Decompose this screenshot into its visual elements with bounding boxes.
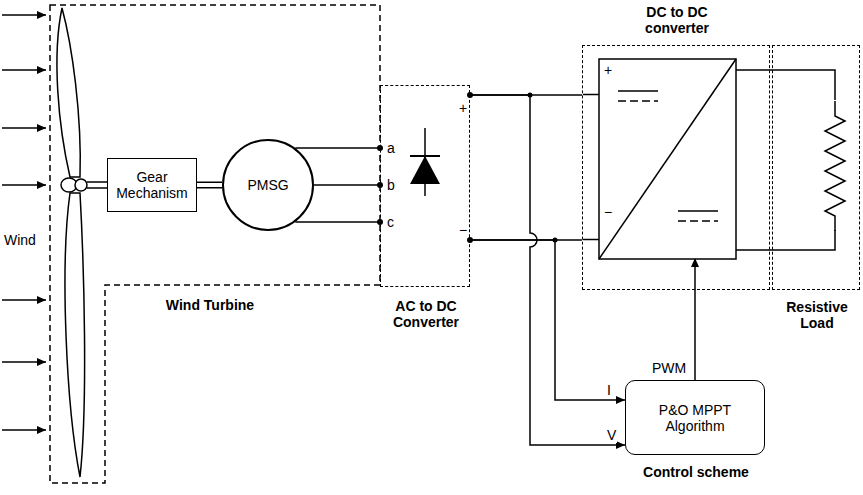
shaft-core <box>197 183 222 187</box>
polarity-sign: − <box>458 222 468 238</box>
signal-label: V <box>606 427 617 443</box>
connector <box>197 185 222 186</box>
signal-label: c <box>386 214 395 230</box>
wire <box>295 221 380 223</box>
node-label: PMSG <box>247 177 288 193</box>
gear-box: Gear Mechanism <box>107 158 197 212</box>
wind-arrow <box>2 127 46 128</box>
polarity-sign: + <box>458 100 468 116</box>
dc-symbol <box>618 100 658 102</box>
wind-arrow <box>2 361 46 362</box>
blade <box>65 193 85 477</box>
node-label: Gear Mechanism <box>108 169 196 201</box>
shaft-line <box>197 182 222 189</box>
diode-bar <box>410 155 440 157</box>
wind-arrow <box>2 184 46 185</box>
wind-arrow <box>2 429 46 430</box>
region-label: AC to DC Converter <box>376 298 476 330</box>
wire <box>470 240 625 400</box>
region-label: Wind Turbine <box>150 297 270 313</box>
node-label: P&O MPPT Algorithm <box>635 402 755 434</box>
region-label: Control scheme <box>616 464 776 480</box>
diode-triangle <box>410 156 440 184</box>
load-region: Resistive Load <box>772 45 860 290</box>
hub <box>75 179 87 191</box>
signal-label: b <box>386 177 396 193</box>
signal-label: PWM <box>651 360 687 376</box>
region-label: DC to DC converter <box>613 4 741 36</box>
wire <box>583 94 599 96</box>
connector <box>735 230 835 250</box>
dc-symbol <box>678 210 718 212</box>
blade <box>57 8 80 177</box>
wind-label: Wind <box>3 232 37 248</box>
wind-arrows <box>2 15 46 430</box>
connector <box>470 240 625 400</box>
connector <box>295 148 380 149</box>
signal-label: I <box>606 382 612 398</box>
wire <box>735 230 835 250</box>
control-box: P&O MPPT AlgorithmControl scheme <box>625 380 765 455</box>
connector <box>295 222 380 223</box>
polarity-sign: + <box>603 62 613 78</box>
wind-arrow <box>2 69 46 70</box>
wire <box>314 184 380 186</box>
node-drawing <box>773 46 859 289</box>
wire <box>295 147 380 149</box>
turbine-region: Wind Turbine Gear Mechanism PMSG <box>50 5 382 485</box>
connector <box>314 185 380 186</box>
wind-arrow <box>2 14 46 15</box>
diagonal <box>599 59 736 259</box>
signal-label: a <box>386 140 396 156</box>
region-label: Resistive Load <box>773 299 861 331</box>
dc-symbol <box>618 90 658 92</box>
node-drawing <box>50 5 382 485</box>
dc-symbol <box>678 220 718 222</box>
resistor-symbol <box>825 101 845 231</box>
node-drawing <box>583 46 769 289</box>
wire <box>735 70 835 100</box>
dashed-outline <box>50 5 380 483</box>
converter-box <box>599 59 736 259</box>
wire <box>694 258 696 380</box>
connector <box>735 70 835 100</box>
connector <box>695 258 696 380</box>
polarity-sign: − <box>603 204 613 220</box>
wire <box>583 239 599 241</box>
wind-arrow <box>2 299 46 300</box>
generator-circle: PMSG <box>222 139 314 231</box>
converter-region: DC to DC converter <box>582 45 770 290</box>
